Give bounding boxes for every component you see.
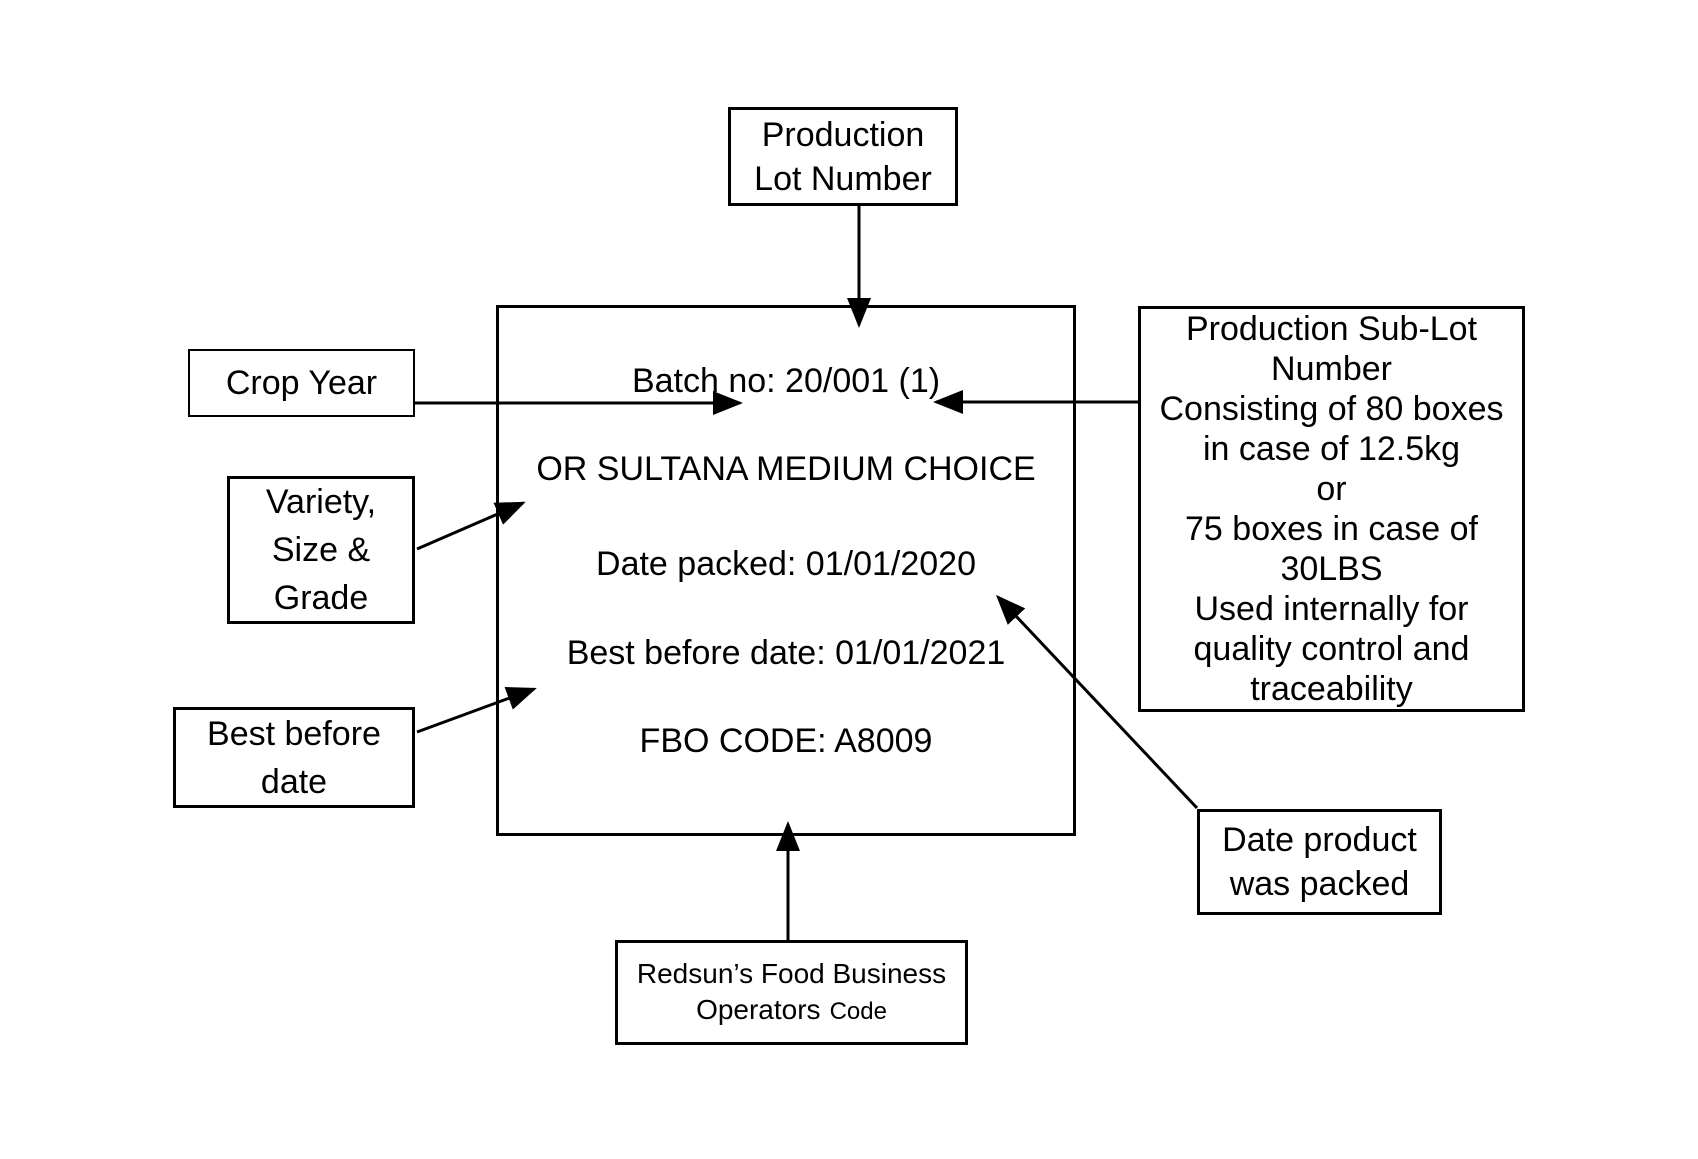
product-label-box: Batch no: 20/001 (1) OR SULTANA MEDIUM C… bbox=[496, 305, 1076, 836]
callout-best-before-date: Best before date bbox=[173, 707, 415, 808]
batch-number-text: Batch no: 20/001 (1) bbox=[631, 362, 941, 400]
callout-line: was packed bbox=[1229, 865, 1410, 903]
callout-line: Variety, bbox=[265, 483, 377, 521]
date-packed-text: Date packed: 01/01/2020 bbox=[596, 545, 976, 583]
callout-production-lot-number: Production Lot Number bbox=[728, 107, 958, 206]
callout-line: or bbox=[1316, 470, 1347, 508]
callout-line: Crop Year bbox=[225, 364, 378, 402]
callout-line: quality control and bbox=[1193, 630, 1470, 668]
callout-line: Production bbox=[761, 115, 925, 154]
fbo-code-text: FBO CODE: A8009 bbox=[639, 722, 933, 760]
callout-line: Consisting of 80 boxes bbox=[1159, 390, 1504, 428]
callout-variety-size-grade: Variety, Size & Grade bbox=[227, 476, 415, 624]
callout-line: Redsun’s Food Business bbox=[636, 957, 947, 989]
product-name-text: OR SULTANA MEDIUM CHOICE bbox=[536, 450, 1036, 488]
callout-line: Grade bbox=[273, 579, 369, 617]
callout-crop-year: Crop Year bbox=[188, 349, 415, 417]
callout-production-sub-lot: Production Sub-Lot Number Consisting of … bbox=[1138, 306, 1525, 712]
callout-line: Used internally for bbox=[1194, 590, 1469, 628]
callout-line-part: Code bbox=[829, 997, 887, 1025]
callout-line: Size & bbox=[271, 531, 371, 569]
callout-line-part: Operators bbox=[696, 993, 821, 1025]
callout-line: Best before bbox=[207, 714, 381, 753]
callout-line: traceability bbox=[1250, 670, 1413, 708]
callout-date-product-packed: Date product was packed bbox=[1197, 809, 1442, 915]
callout-line: Number bbox=[1271, 350, 1392, 388]
callout-line: Lot Number bbox=[754, 159, 932, 198]
callout-line: 75 boxes in case of bbox=[1185, 510, 1478, 548]
callout-line: Operators Code bbox=[696, 992, 887, 1030]
best-before-date-text: Best before date: 01/01/2021 bbox=[566, 634, 1006, 672]
callout-line: Production Sub-Lot bbox=[1185, 310, 1478, 348]
callout-line: in case of 12.5kg bbox=[1202, 430, 1461, 468]
callout-fbo-operators-code: Redsun’s Food Business Operators Code bbox=[615, 940, 968, 1045]
callout-line: date bbox=[260, 762, 328, 801]
callout-line: 30LBS bbox=[1280, 550, 1383, 588]
callout-line: Date product bbox=[1222, 821, 1417, 859]
